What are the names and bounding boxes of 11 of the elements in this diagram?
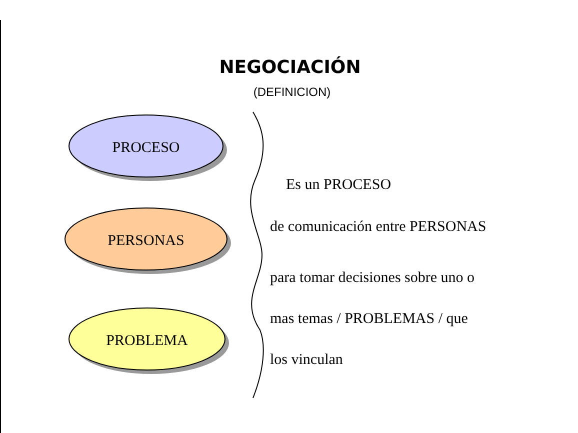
ellipse-node	[68, 114, 228, 182]
ellipse-node	[68, 307, 230, 375]
definition-text: Es un PROCESO	[286, 176, 392, 195]
node-label: PROBLEMA	[106, 332, 189, 351]
node-label: PROCESO	[112, 138, 181, 158]
definition-text: para tomar decisiones sobre uno o mas temas / PROBLEMAS / que los vinculan	[270, 269, 476, 370]
subtitle: (DEFINICION)	[252, 84, 332, 101]
definition-text: de comunicación entre PERSONAS	[270, 218, 486, 237]
ellipse-node	[64, 207, 232, 275]
node-label: PERSONAS	[108, 232, 186, 251]
title: NEGOCIACIÓN	[218, 57, 362, 79]
